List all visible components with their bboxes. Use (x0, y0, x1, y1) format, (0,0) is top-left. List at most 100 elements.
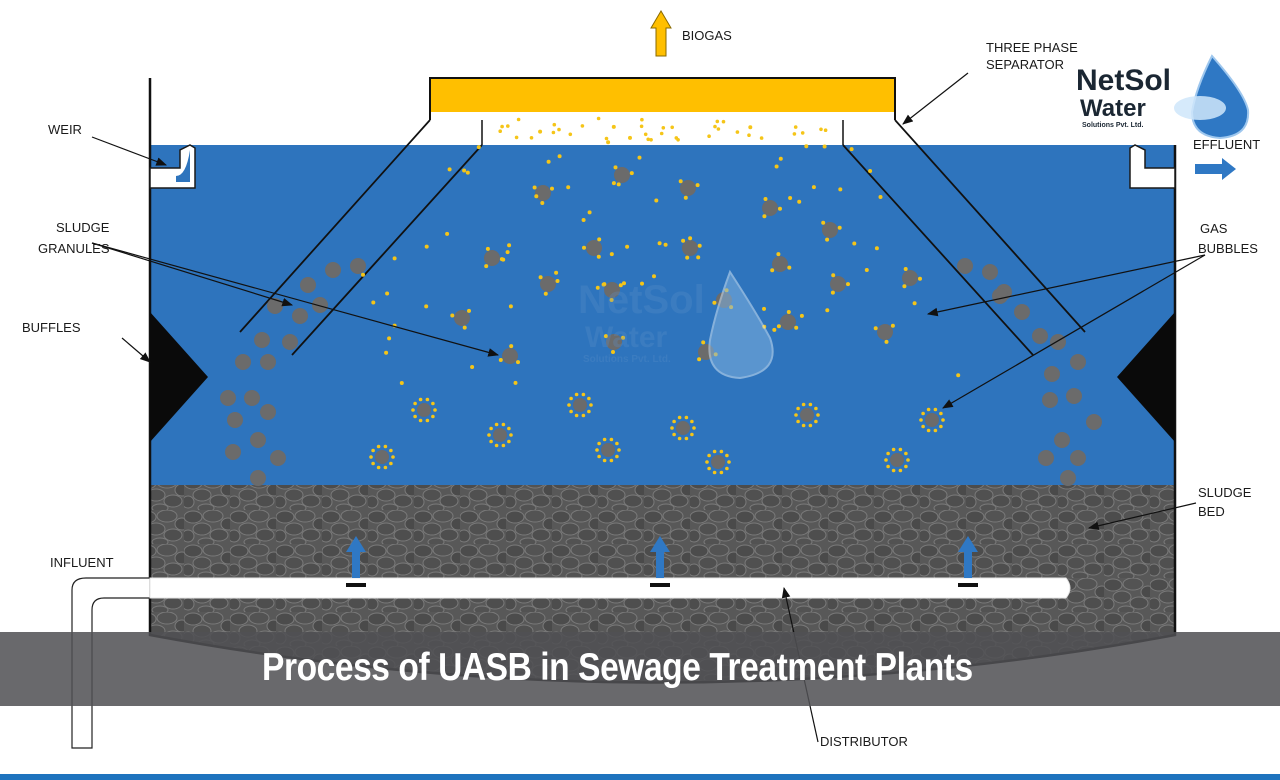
sludge-granule (800, 408, 814, 422)
label-biogas: BIOGAS (682, 28, 732, 43)
gas-bubble (513, 380, 518, 385)
sludge-granules (220, 167, 1102, 486)
gas-bubble (500, 124, 504, 129)
label-influent: INFLUENT (50, 555, 114, 570)
gas-bubble (778, 206, 782, 211)
distributor-up-arrows (346, 536, 978, 587)
gas-bubble (574, 392, 579, 397)
sludge-granule (250, 470, 266, 486)
gas-bubble (540, 201, 545, 205)
gas-bubble (431, 401, 435, 406)
gas-bubble (776, 324, 781, 329)
title-banner (0, 632, 1280, 706)
gas-bubble (383, 444, 388, 449)
gas-bubble (587, 409, 591, 414)
gas-bubble (919, 418, 923, 422)
gas-bubble (921, 411, 925, 416)
separator-wall-right-outer (894, 119, 1086, 333)
gas-bubble (595, 448, 599, 452)
gas-bubble (735, 130, 740, 134)
gas-bubble (514, 135, 519, 140)
gas-bubble (532, 185, 537, 190)
gas-bubble (574, 413, 579, 418)
leader-arrow (926, 254, 1206, 317)
gas-bubble (387, 336, 392, 341)
weir-right (1129, 144, 1176, 189)
gas-bubble (507, 426, 511, 431)
gas-bubble (389, 448, 393, 453)
gas-bubble (371, 448, 375, 453)
gas-bubble (567, 403, 571, 407)
gas-bubble (788, 196, 793, 200)
gas-bubble (772, 327, 777, 332)
gas-bubble (587, 396, 591, 401)
watermark-drop-icon (708, 269, 774, 380)
sludge-granule (235, 354, 251, 370)
leader-arrow (121, 337, 151, 363)
gas-bubble (712, 300, 717, 305)
gas-bubble (904, 451, 908, 456)
gas-bubble (933, 407, 938, 412)
gas-bubble (683, 195, 688, 200)
gas-bubble (719, 449, 724, 454)
watermark-tagline: Solutions Pvt. Ltd. (583, 354, 671, 365)
sludge-granule (454, 310, 470, 326)
gas-bubble (450, 313, 455, 318)
sludge-granule (484, 250, 500, 266)
gas-bubble (646, 137, 650, 142)
gas-bubble (721, 119, 726, 124)
gas-bubble (725, 453, 729, 458)
gas-bubble (707, 134, 711, 138)
sludge-granule (493, 428, 507, 442)
sludge-granule (325, 262, 341, 278)
gas-bubble (688, 236, 693, 241)
gas-bubble (941, 418, 945, 422)
gas-bubble (804, 144, 809, 149)
separator-wall-left-inner (291, 144, 483, 356)
gas-bubble (569, 396, 573, 401)
gas-bubble (581, 413, 586, 418)
gas-bubble (831, 273, 836, 278)
gas-bubble (637, 155, 642, 160)
gas-bubble (618, 283, 623, 288)
gas-bubble (431, 414, 435, 419)
netsol-logo: NetSol Water Solutions Pvt. Ltd. (1066, 44, 1250, 140)
label-weir: WEIR (48, 122, 82, 137)
sludge-granule (1014, 304, 1030, 320)
gas-bubble (921, 424, 925, 429)
gas-bubble (582, 245, 586, 250)
gas-bubble (649, 138, 653, 142)
gas-bubble (508, 304, 513, 309)
gas-bubble (747, 133, 751, 137)
gas-bubble (581, 392, 586, 397)
gas-bubble (926, 428, 931, 433)
gas-bubble (603, 334, 608, 339)
gas-bubble (685, 255, 690, 260)
gas-bubble (613, 165, 618, 170)
gas-bubble (774, 164, 779, 169)
sludge-granule (1032, 328, 1048, 344)
gas-bubble (580, 124, 585, 128)
gas-bubble (884, 458, 888, 462)
gas-bubble (823, 128, 828, 132)
gas-bubble (838, 187, 843, 192)
gas-bubble (569, 409, 573, 414)
gas-dome-white (430, 108, 895, 145)
sludge-granule (1066, 388, 1082, 404)
gas-bubble (864, 268, 869, 272)
gas-bubble (657, 241, 662, 246)
gas-bubbles (361, 116, 961, 475)
gas-bubble (825, 308, 830, 313)
sludge-granule (780, 314, 796, 330)
gas-bubble (712, 449, 717, 454)
gas-bubble (639, 124, 644, 129)
gas-bubble (904, 464, 908, 469)
sludge-granule (957, 258, 973, 274)
gas-bubble (891, 447, 896, 452)
gas-bubble (800, 131, 805, 135)
gas-bubble (462, 168, 467, 173)
gas-bubble (690, 432, 694, 437)
gas-bubble (903, 267, 908, 271)
label-sludge-granules-line2: GRANULES (38, 241, 110, 256)
gas-bubble (445, 231, 450, 236)
